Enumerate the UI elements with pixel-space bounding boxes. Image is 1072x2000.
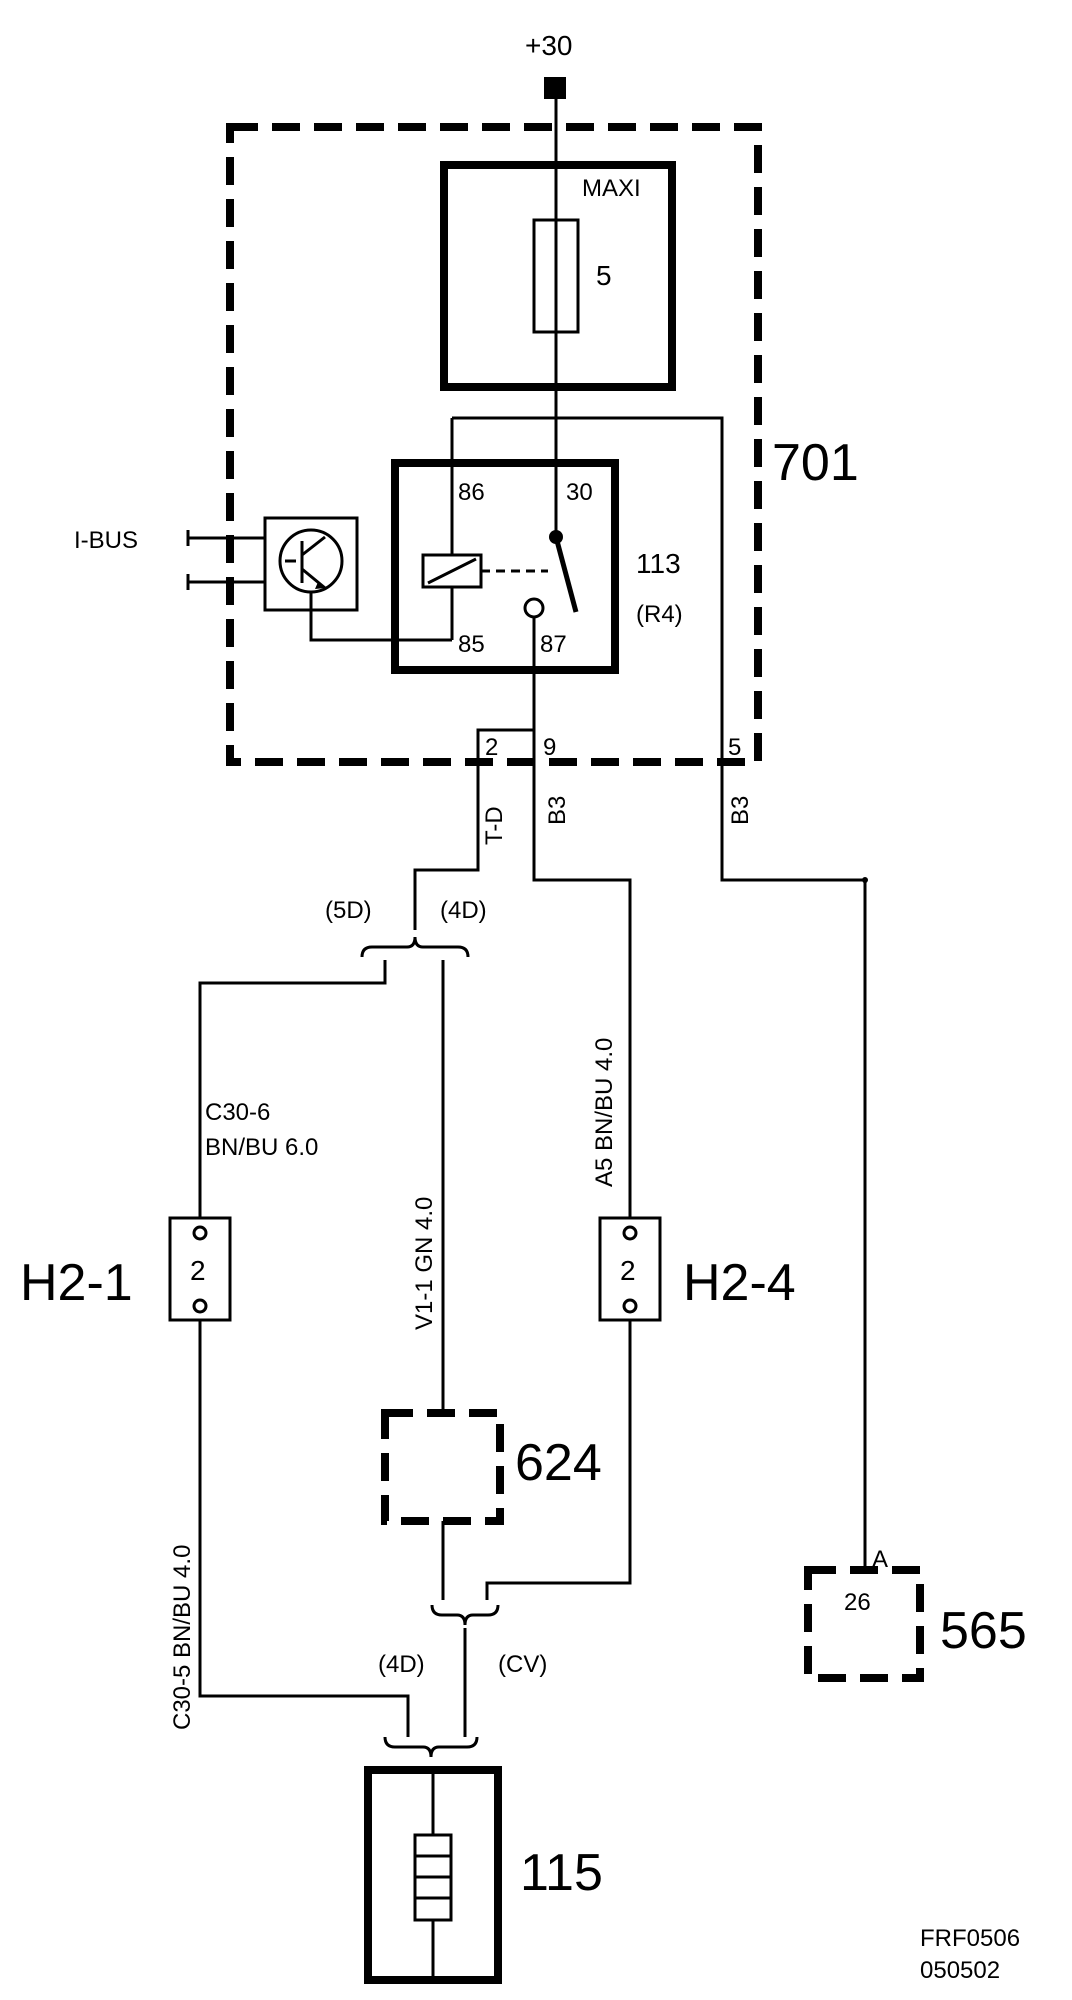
splice-4d-bottom-label: (4D) bbox=[378, 1651, 425, 1678]
wire-h2-4-out bbox=[485, 1320, 632, 1600]
component-115-label: 115 bbox=[520, 1844, 603, 1902]
wire-b3-right-label: B3 bbox=[727, 796, 754, 825]
wire-t-d bbox=[413, 762, 480, 930]
component-565-pin: 26 bbox=[844, 1589, 871, 1616]
wire-c30-5-label: C30-5 BN/BU 4.0 bbox=[169, 1545, 196, 1730]
pin-5-label: 5 bbox=[728, 734, 741, 761]
fuse-h2-4-label: H2-4 bbox=[683, 1254, 796, 1312]
relay-switch-arm bbox=[553, 536, 579, 613]
splice-cv-label: (CV) bbox=[498, 1651, 547, 1678]
wire-b3-left-label: B3 bbox=[544, 796, 571, 825]
wire-c30-6-label-2: BN/BU 6.0 bbox=[205, 1134, 318, 1161]
fuse-number: 5 bbox=[596, 260, 612, 291]
maxi-label: MAXI bbox=[582, 175, 641, 202]
pin-2-jumper bbox=[476, 728, 534, 762]
splice-brace-bottom bbox=[430, 1604, 500, 1626]
ibus-label: I-BUS bbox=[74, 527, 138, 554]
splice-4d-top-label: (4D) bbox=[440, 897, 487, 924]
component-565-label: 565 bbox=[940, 1602, 1027, 1660]
fuse-h2-1-label: H2-1 bbox=[20, 1254, 133, 1312]
wire-c30-6 bbox=[198, 960, 387, 1218]
wire-pin86-b3 bbox=[452, 416, 867, 1570]
wire-c30-6-label-1: C30-6 bbox=[205, 1099, 270, 1126]
supply-terminal bbox=[544, 77, 566, 99]
wire-t-d-label: T-D bbox=[481, 806, 508, 845]
splice-brace-115 bbox=[383, 1736, 479, 1758]
relay-pin30-label: 30 bbox=[566, 479, 593, 506]
pin-9-label: 9 bbox=[543, 734, 556, 761]
supply-label: +30 bbox=[525, 30, 573, 61]
fuse-box-701-label: 701 bbox=[772, 434, 859, 492]
relay-id-label: 113 bbox=[636, 548, 681, 579]
relay-contact-87 bbox=[523, 597, 545, 619]
component-565 bbox=[804, 1566, 924, 1682]
wire-pin85 bbox=[309, 592, 452, 642]
relay-113-box bbox=[391, 459, 619, 674]
wire-c30-5 bbox=[198, 1320, 410, 1737]
fuse-h2-1-number: 2 bbox=[190, 1255, 206, 1286]
maxi-fuse-holder bbox=[440, 161, 676, 391]
relay-position-label: (R4) bbox=[636, 601, 683, 628]
wire-a5-label: A5 BN/BU 4.0 bbox=[591, 1038, 618, 1187]
footer-date: 050502 bbox=[920, 1957, 1000, 1984]
component-624 bbox=[381, 1409, 504, 1525]
relay-pin87-label: 87 bbox=[540, 631, 567, 658]
footer-code: FRF0506 bbox=[920, 1925, 1020, 1952]
component-624-label: 624 bbox=[515, 1434, 602, 1492]
component-565-pin-a: A bbox=[872, 1546, 888, 1573]
relay-coil-diagonal bbox=[427, 557, 477, 585]
wire-pin87-b3 bbox=[532, 617, 632, 1218]
fuse-h2-4-number: 2 bbox=[620, 1255, 636, 1286]
splice-brace-top bbox=[360, 936, 470, 958]
splice-5d-label: (5D) bbox=[325, 897, 372, 924]
relay-pin86-label: 86 bbox=[458, 479, 485, 506]
relay-pin85-label: 85 bbox=[458, 631, 485, 658]
pin-2-label: 2 bbox=[485, 734, 498, 761]
wire-v1-1-label: V1-1 GN 4.0 bbox=[411, 1197, 438, 1330]
fuse-box-701-outline bbox=[226, 123, 762, 766]
